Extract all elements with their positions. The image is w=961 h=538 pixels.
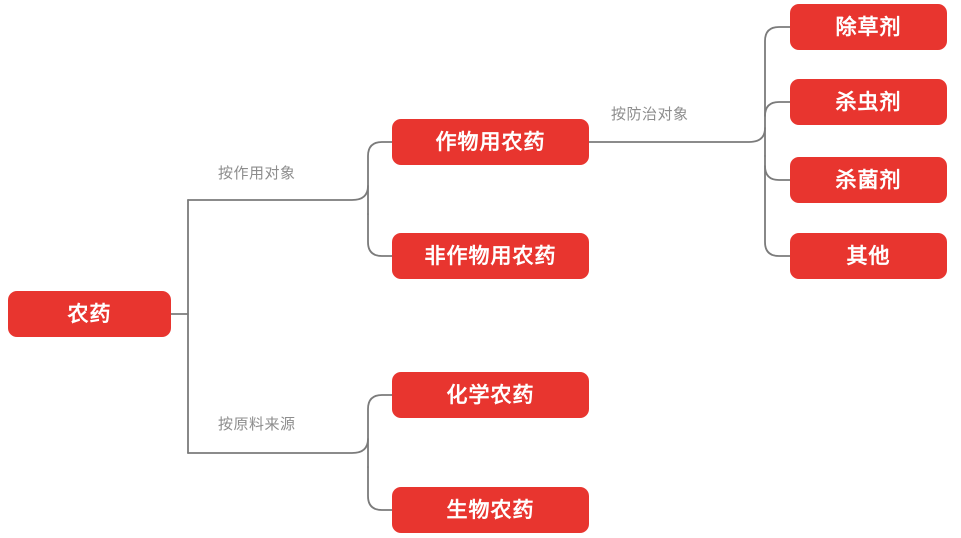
node-other[interactable]: 其他: [790, 233, 947, 279]
edge-label-use-target: 按作用对象: [218, 164, 296, 182]
node-herbicide[interactable]: 除草剂: [790, 4, 947, 50]
edge-label-control-target: 按防治对象: [611, 105, 689, 123]
node-bio-pesticide[interactable]: 生物农药: [392, 487, 589, 533]
wire-control-target-4: [764, 155, 791, 257]
wire-control-target-1: [588, 26, 791, 143]
node-insecticide[interactable]: 杀虫剂: [790, 79, 947, 125]
wire-use-target-lower: [367, 213, 393, 257]
node-root-pesticide[interactable]: 农药: [8, 291, 171, 337]
wire-control-target-3: [764, 165, 791, 181]
wire-material-source-lower: [367, 466, 393, 511]
edge-label-material-source: 按原料来源: [218, 415, 296, 433]
node-chemical-pesticide[interactable]: 化学农药: [392, 372, 589, 418]
node-noncrop-pesticide[interactable]: 非作物用农药: [392, 233, 589, 279]
node-fungicide[interactable]: 杀菌剂: [790, 157, 947, 203]
wire-control-target-2: [764, 101, 791, 117]
node-crop-pesticide[interactable]: 作物用农药: [392, 119, 589, 165]
